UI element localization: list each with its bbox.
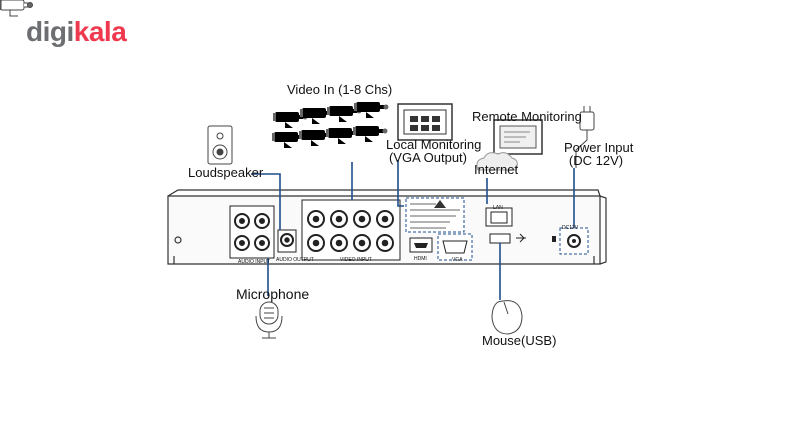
video-input-ports	[301, 199, 401, 261]
internet-label: Internet	[474, 162, 519, 177]
audio-input-label: AUDIO INPUT	[238, 259, 271, 265]
warning-label	[405, 197, 465, 233]
power-input-label: Power Input (DC 12V)	[564, 140, 634, 168]
microphone-label: Microphone	[236, 286, 310, 302]
mouse-icon	[491, 300, 523, 335]
local-monitoring-label: Local Monitoring (VGA Output)	[386, 137, 482, 165]
cameras	[271, 101, 389, 149]
power-adapter-icon	[575, 106, 595, 168]
lan-port	[485, 207, 513, 227]
digikala-logo: digikala	[26, 16, 127, 47]
lan-label: LAN	[493, 205, 503, 211]
vga-label: VGA	[452, 257, 463, 263]
mouse-label: Mouse(USB)	[482, 333, 557, 348]
local-monitoring-line2: (VGA Output)	[388, 150, 468, 165]
camera-group	[0, 0, 33, 17]
vga-monitor	[397, 103, 453, 141]
video-in-label: Video In (1-8 Chs)	[287, 82, 393, 97]
loudspeaker-icon	[207, 125, 233, 165]
power-port	[552, 227, 589, 255]
audio-input-ports	[229, 205, 275, 259]
power-input-line1: Power Input	[564, 140, 634, 155]
power-input-line2: (DC 12V)	[568, 153, 624, 168]
power-label: DC12V	[562, 225, 579, 231]
hdmi-port	[409, 237, 433, 253]
audio-output-port	[277, 229, 297, 253]
connection-lines	[251, 160, 575, 300]
internet-cloud-icon	[476, 152, 518, 171]
audio-output-label: AUDIO OUTPUT	[276, 257, 314, 263]
local-monitoring-line1: Local Monitoring	[386, 137, 482, 152]
video-input-label: VIDEO INPUT	[340, 257, 372, 263]
remote-monitor	[493, 119, 543, 155]
hdmi-label: HDMI	[414, 256, 427, 262]
remote-monitoring-label: Remote Monitoring	[472, 109, 582, 124]
microphone-icon	[255, 301, 283, 339]
vga-port	[437, 233, 473, 261]
loudspeaker-label: Loudspeaker	[188, 165, 264, 180]
